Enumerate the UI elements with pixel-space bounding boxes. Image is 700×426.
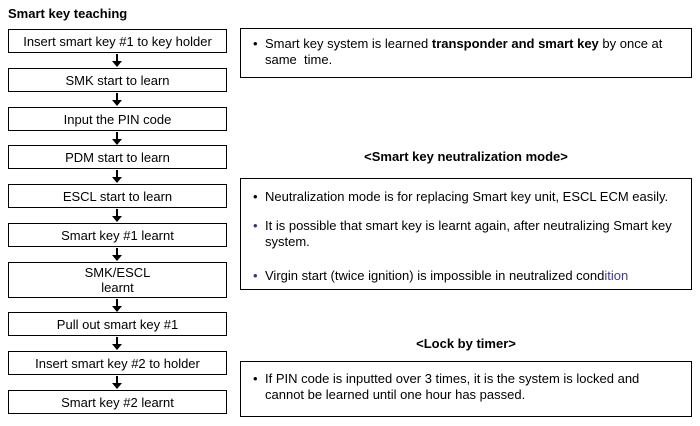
section-heading-lock-by-timer: <Lock by timer> bbox=[416, 336, 516, 351]
note-text: Neutralization mode is for replacing Sma… bbox=[265, 189, 669, 204]
bullet-dot-icon: • bbox=[253, 268, 258, 283]
section-heading-neutralization: <Smart key neutralization mode> bbox=[364, 149, 568, 164]
down-arrow-icon bbox=[111, 248, 123, 261]
note-bullet: • Smart key system is learned transponde… bbox=[251, 36, 681, 68]
flow-step-key1-learnt: Smart key #1 learnt bbox=[8, 223, 227, 247]
flow-step-pdm-start: PDM start to learn bbox=[8, 145, 227, 169]
flow-step-insert-key2: Insert smart key #2 to holder bbox=[8, 351, 227, 375]
note-text: It is possible that smart key is learnt … bbox=[265, 218, 672, 249]
down-arrow-icon bbox=[111, 337, 123, 350]
bullet-dot-icon: • bbox=[253, 36, 258, 51]
bullet-dot-icon: • bbox=[253, 371, 258, 386]
flow-step-escl-start: ESCL start to learn bbox=[8, 184, 227, 208]
down-arrow-icon bbox=[111, 54, 123, 67]
down-arrow-icon bbox=[111, 170, 123, 183]
note-box-overview: • Smart key system is learned transponde… bbox=[240, 28, 692, 78]
bullet-dot-icon: • bbox=[253, 189, 258, 204]
page-title: Smart key teaching bbox=[8, 6, 128, 21]
flow-step-smk-escl-learnt: SMK/ESCL learnt bbox=[8, 262, 227, 298]
down-arrow-icon bbox=[111, 209, 123, 222]
note-bullet: • If PIN code is inputted over 3 times, … bbox=[251, 371, 681, 403]
bullet-dot-icon: • bbox=[253, 218, 258, 233]
note-box-lock-by-timer: • If PIN code is inputted over 3 times, … bbox=[240, 361, 692, 417]
note-text: If PIN code is inputted over 3 times, it… bbox=[265, 371, 640, 402]
flow-step-smk-start: SMK start to learn bbox=[8, 68, 227, 92]
note-bullet: • Neutralization mode is for replacing S… bbox=[251, 189, 681, 205]
down-arrow-icon bbox=[111, 299, 123, 312]
note-text: Virgin start (twice ignition) is impossi… bbox=[265, 268, 629, 283]
down-arrow-icon bbox=[111, 93, 123, 106]
note-bullet: • It is possible that smart key is learn… bbox=[251, 218, 681, 250]
down-arrow-icon bbox=[111, 376, 123, 389]
flow-step-input-pin: Input the PIN code bbox=[8, 107, 227, 131]
note-box-neutralization: • Neutralization mode is for replacing S… bbox=[240, 178, 692, 290]
flow-step-key2-learnt: Smart key #2 learnt bbox=[8, 390, 227, 414]
down-arrow-icon bbox=[111, 132, 123, 145]
note-bullet: • Virgin start (twice ignition) is impos… bbox=[251, 268, 681, 284]
note-text: Smart key system is learned transponder … bbox=[265, 36, 663, 67]
flow-step-insert-key1: Insert smart key #1 to key holder bbox=[8, 29, 227, 53]
flow-step-pull-out-key1: Pull out smart key #1 bbox=[8, 312, 227, 336]
